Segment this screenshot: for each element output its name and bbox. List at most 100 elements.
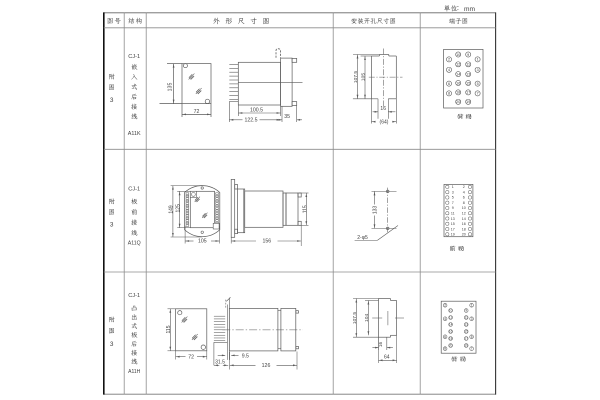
svg-text:3: 3 [110, 341, 114, 348]
svg-text:6: 6 [463, 196, 465, 200]
svg-text:2: 2 [444, 303, 446, 307]
svg-text:20: 20 [456, 100, 460, 104]
svg-text:3: 3 [110, 97, 114, 104]
svg-text:31.5: 31.5 [215, 360, 225, 366]
svg-text:16: 16 [378, 342, 383, 348]
svg-text:A11Q: A11Q [128, 240, 141, 246]
svg-text:4: 4 [444, 317, 446, 321]
svg-text:13: 13 [466, 72, 470, 76]
svg-text:107.5: 107.5 [353, 71, 359, 84]
svg-text:14: 14 [456, 72, 460, 76]
svg-text:126: 126 [262, 363, 271, 369]
svg-text:3: 3 [477, 68, 479, 72]
svg-text:7: 7 [471, 347, 473, 351]
svg-text:8: 8 [463, 201, 465, 205]
svg-text:105: 105 [198, 239, 207, 245]
svg-text:A11H: A11H [128, 369, 141, 375]
svg-text:133: 133 [372, 206, 378, 215]
svg-text:64: 64 [384, 355, 390, 361]
svg-text:2-φ5: 2-φ5 [357, 235, 368, 241]
svg-text:125: 125 [176, 204, 182, 213]
svg-text:122.5: 122.5 [245, 117, 258, 123]
svg-text:100.5: 100.5 [250, 108, 263, 114]
svg-text:115: 115 [166, 325, 172, 333]
svg-text:18: 18 [456, 91, 460, 95]
svg-text:14: 14 [462, 217, 466, 221]
svg-text:11: 11 [466, 63, 470, 67]
svg-text:12: 12 [462, 212, 466, 216]
svg-text:(: ( [450, 246, 452, 252]
svg-text:7: 7 [452, 201, 454, 205]
svg-text:8: 8 [444, 347, 446, 351]
svg-text:9: 9 [452, 206, 454, 210]
svg-text:3: 3 [471, 317, 473, 321]
svg-text:17: 17 [466, 91, 470, 95]
svg-text:104: 104 [364, 314, 370, 322]
svg-text:mm: mm [464, 6, 475, 13]
svg-text:4: 4 [463, 190, 465, 194]
svg-text:15: 15 [464, 330, 468, 334]
svg-text:35: 35 [284, 114, 290, 120]
svg-text:72: 72 [194, 109, 200, 115]
svg-text:16: 16 [380, 106, 386, 112]
svg-text:): ) [462, 246, 464, 252]
svg-text:CJ-1: CJ-1 [128, 54, 140, 60]
svg-text:16: 16 [462, 222, 466, 226]
svg-text:11: 11 [465, 316, 469, 320]
svg-text:2: 2 [448, 58, 450, 62]
svg-text:20: 20 [449, 344, 453, 348]
svg-text:(: ( [451, 357, 453, 363]
svg-text:11: 11 [451, 212, 455, 216]
svg-text:13: 13 [464, 323, 468, 327]
svg-text:4: 4 [448, 68, 450, 72]
svg-text:7: 7 [477, 92, 479, 96]
svg-text:CJ-1: CJ-1 [128, 293, 140, 299]
svg-text:6: 6 [444, 335, 446, 339]
svg-text:19: 19 [451, 233, 455, 237]
svg-text:19: 19 [464, 344, 468, 348]
svg-text:135: 135 [168, 83, 174, 92]
svg-text:3: 3 [110, 222, 114, 229]
svg-text:16: 16 [456, 81, 460, 85]
svg-text:149: 149 [168, 205, 174, 214]
svg-text:14: 14 [449, 323, 453, 327]
svg-text:156: 156 [262, 239, 271, 245]
svg-text:9.5: 9.5 [242, 353, 249, 359]
svg-text:107.5: 107.5 [352, 312, 358, 325]
svg-text:10: 10 [456, 53, 460, 57]
svg-text:15: 15 [466, 81, 470, 85]
svg-text:18: 18 [462, 227, 466, 231]
svg-text:5: 5 [471, 335, 473, 339]
svg-text:(64): (64) [380, 119, 389, 125]
svg-text:105: 105 [361, 73, 367, 81]
svg-text:10: 10 [462, 206, 466, 210]
svg-text:6: 6 [448, 82, 450, 86]
svg-text:20: 20 [462, 233, 466, 237]
svg-text:9: 9 [465, 309, 467, 313]
svg-text:12: 12 [456, 63, 460, 67]
svg-text:(: ( [457, 114, 459, 120]
svg-text:15: 15 [451, 222, 455, 226]
svg-text:17: 17 [464, 337, 468, 341]
svg-text:1: 1 [477, 58, 479, 62]
svg-text:19: 19 [466, 100, 470, 104]
svg-text:A11K: A11K [128, 131, 141, 137]
svg-text:18: 18 [449, 337, 453, 341]
svg-text:9: 9 [467, 53, 469, 57]
svg-text:CJ-1: CJ-1 [128, 186, 140, 192]
svg-text:5: 5 [477, 82, 479, 86]
svg-text:): ) [470, 114, 472, 120]
svg-text:115: 115 [302, 205, 308, 213]
svg-text:17: 17 [451, 227, 455, 231]
svg-text:1: 1 [452, 185, 454, 189]
svg-text:8: 8 [448, 92, 450, 96]
svg-text:13: 13 [451, 217, 455, 221]
svg-text:：: ： [456, 5, 462, 12]
svg-text:1: 1 [471, 303, 473, 307]
svg-text:3: 3 [452, 190, 454, 194]
svg-text:16: 16 [449, 330, 453, 334]
svg-text:10: 10 [449, 309, 453, 313]
svg-text:12: 12 [449, 316, 453, 320]
svg-text:72: 72 [188, 354, 194, 360]
svg-text:5: 5 [452, 196, 454, 200]
